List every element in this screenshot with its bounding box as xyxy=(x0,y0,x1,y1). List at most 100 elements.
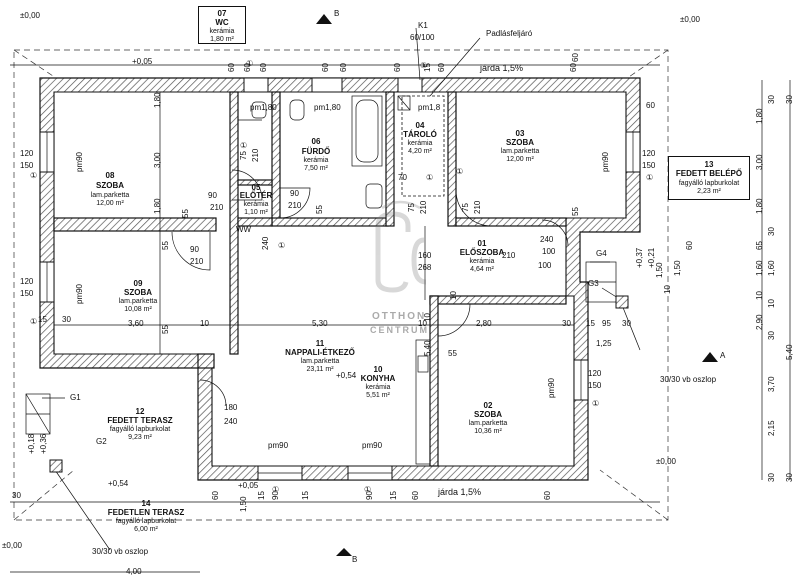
misc-label: 1,50 xyxy=(655,262,664,278)
dim-plan: 268 xyxy=(418,263,432,272)
window-mark: ① xyxy=(646,173,654,182)
room-area: 12,00 m² xyxy=(506,156,534,163)
room-name: SZOBA xyxy=(474,410,502,419)
room-number: 11 xyxy=(315,339,325,348)
dim-plan: 55 xyxy=(571,207,580,216)
level-mark-terrace-step-2: +0,36 xyxy=(39,433,48,454)
dim-plan: 210 xyxy=(210,203,224,212)
level-mark-terrace-step-1: +0,18 xyxy=(27,433,36,454)
dim-plan: 210 xyxy=(251,148,260,162)
dim-plan: 15 xyxy=(586,319,595,328)
dim-right: 30 xyxy=(785,473,794,482)
misc-label: 10 xyxy=(449,291,458,300)
dim-plan: 15 xyxy=(38,315,47,324)
dim-right: 30 xyxy=(785,95,794,104)
dim-plan: 150 xyxy=(588,381,602,390)
dim-plan: 75 xyxy=(239,151,248,160)
dim-plan: 55 xyxy=(161,325,170,334)
entrance-material: fagyálló lapburkolat xyxy=(678,180,740,187)
walkway-bottom-label: járda 1,5% xyxy=(438,487,482,497)
dim-top: 60 xyxy=(259,63,268,72)
window-mark: ① xyxy=(30,317,38,326)
dim-plan: 90 xyxy=(290,189,299,198)
dim-right: 60 xyxy=(685,241,694,250)
room-area: 7,50 m² xyxy=(304,165,328,172)
walkway-top-label: járda 1,5% xyxy=(480,63,524,73)
dim-plan: 210 xyxy=(473,200,482,214)
dim-top: 60 xyxy=(227,63,236,72)
dim-right: 1,60 xyxy=(755,260,764,276)
dim-right: 10 xyxy=(767,299,776,308)
dim-right: 10 xyxy=(755,291,764,300)
level-mark-entrance-1: +0,37 xyxy=(635,247,644,268)
room-material: lam.parketta xyxy=(90,192,130,199)
wc-label-box: 07 WC kerámia 1,80 m² xyxy=(198,6,246,44)
dim-plan: 180 xyxy=(224,403,238,412)
dim-bottom: 1,50 xyxy=(239,496,248,512)
logo-watermark xyxy=(375,200,427,293)
dim-plan: 10 xyxy=(418,319,427,328)
dim-top: 60 xyxy=(321,63,330,72)
wc-area: 1,80 m² xyxy=(210,36,234,43)
dim-plan: 5,40 xyxy=(423,340,432,356)
column-note-right: 30/30 vb oszlop xyxy=(660,375,717,384)
window-mark: ① xyxy=(456,167,464,176)
sill-living-2: pm90 xyxy=(362,441,383,450)
dim-bottom: 60 xyxy=(411,491,420,500)
dim-right: 1,80 xyxy=(755,108,764,124)
wc-number: 07 xyxy=(217,9,227,18)
room-area: 5,51 m² xyxy=(366,392,390,399)
dim-plan: 100 xyxy=(538,261,552,270)
dim-plan: 10 xyxy=(423,313,432,322)
sanitary-fixtures xyxy=(251,95,411,209)
dim-right: 30 xyxy=(767,331,776,340)
room-name: ELŐTÉR xyxy=(239,191,273,200)
room-number: 01 xyxy=(477,239,487,248)
sill-room-09: pm90 xyxy=(75,283,84,304)
dim-plan: 1,80 xyxy=(153,198,162,214)
dim-top: 60 xyxy=(339,63,348,72)
dim-plan: 240 xyxy=(540,235,554,244)
level-mark-top-right: ±0,00 xyxy=(680,15,700,24)
dim-plan: 2,80 xyxy=(476,319,492,328)
dim-plan: 240 xyxy=(224,417,238,426)
wc-material: kerámia xyxy=(209,28,235,35)
drain-g3: G3 xyxy=(588,279,599,288)
room-material: fagyálló lapburkolat xyxy=(115,518,177,525)
dim-plan: 120 xyxy=(588,369,602,378)
door-swings xyxy=(171,119,569,407)
chimney-size: 60/100 xyxy=(410,33,435,42)
window-mark: ① xyxy=(420,61,428,70)
dim-plan: 75 xyxy=(461,203,470,212)
dim-plan: 75 xyxy=(407,203,416,212)
section-mark-b-top: B xyxy=(334,9,340,18)
room-number: 14 xyxy=(141,499,151,508)
dim-plan: 120 xyxy=(20,149,34,158)
dim-bottom: 30 xyxy=(12,491,21,500)
room-number: 05 xyxy=(251,183,261,192)
room-name: SZOBA xyxy=(124,288,152,297)
entrance-area: 2,23 m² xyxy=(697,188,721,195)
room-number: 06 xyxy=(311,137,321,146)
columns xyxy=(49,295,629,473)
dim-right: 3,00 xyxy=(755,154,764,170)
dim-right: 30 xyxy=(767,227,776,236)
room-material: kerámia xyxy=(469,258,495,265)
logo-line2: CENTRUM xyxy=(370,325,429,335)
ww-label: WW xyxy=(236,225,252,234)
room-number: 08 xyxy=(105,171,115,180)
dim-plan: 5,30 xyxy=(312,319,328,328)
room-material: lam.parketta xyxy=(468,420,508,427)
dim-plan: 55 xyxy=(161,241,170,250)
dim-right: 65 xyxy=(755,241,764,250)
dim-plan: 30 xyxy=(562,319,571,328)
room-material: kerámia xyxy=(365,384,391,391)
terrace-steps xyxy=(25,261,617,435)
dim-plan: 160 xyxy=(418,251,432,260)
dim-plan: 210 xyxy=(502,251,516,260)
dim-plan: 1,80 xyxy=(153,92,162,108)
dim-plan: 3,00 xyxy=(153,152,162,168)
dim-right: 2,90 xyxy=(755,314,764,330)
dim-plan: 90 xyxy=(208,191,217,200)
